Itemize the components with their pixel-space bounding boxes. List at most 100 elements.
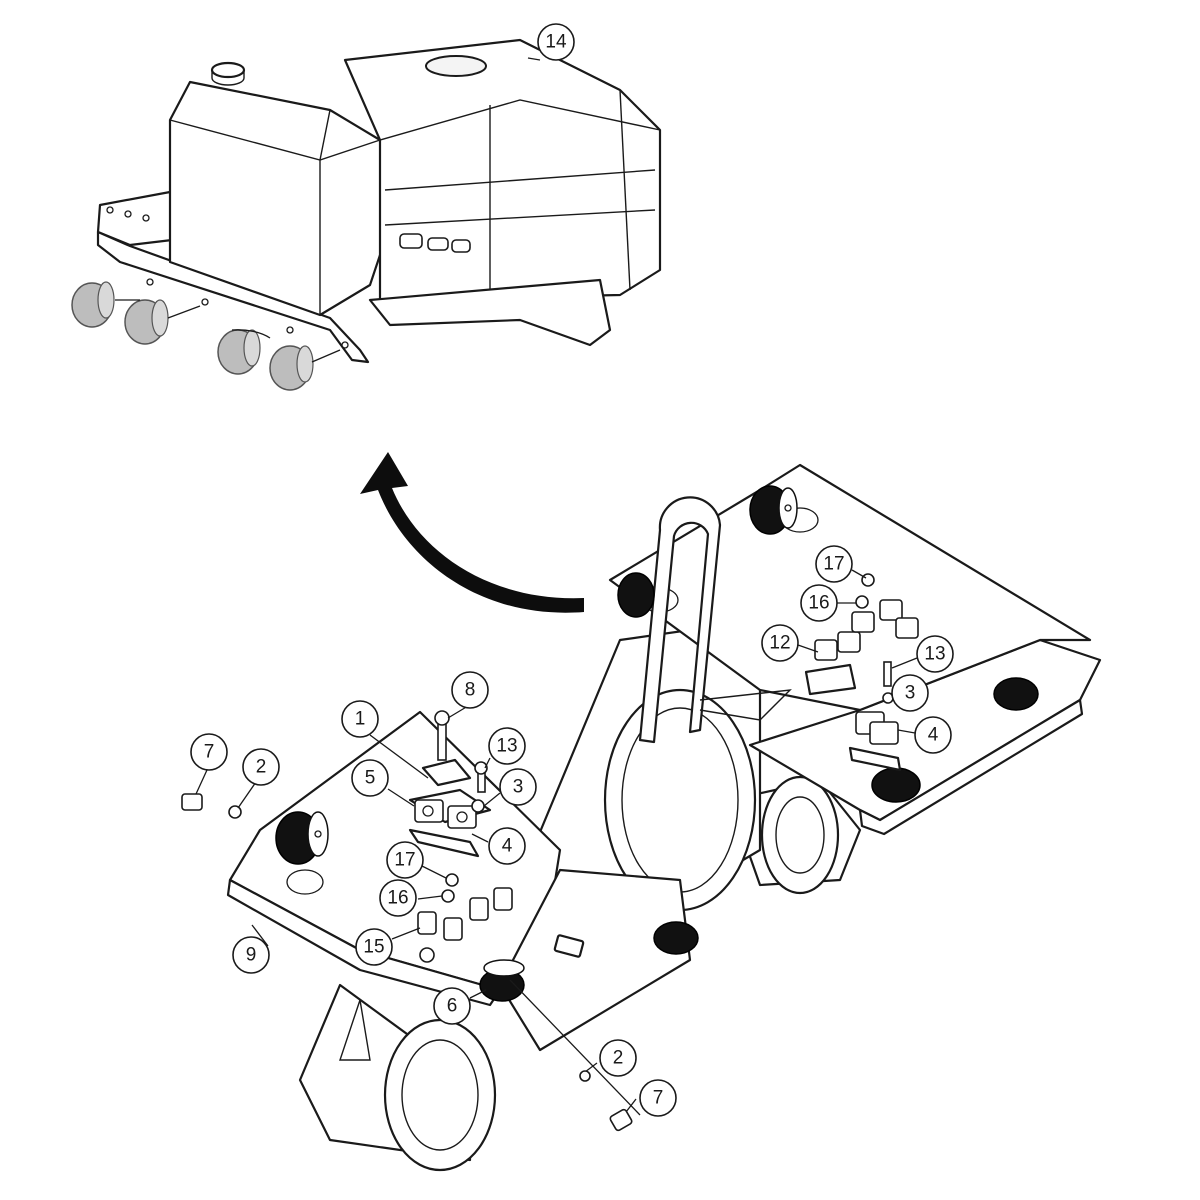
frame-valve-fitting xyxy=(399,233,423,249)
callout-label: 8 xyxy=(465,680,476,701)
callout-6: 6 xyxy=(433,987,471,1025)
rubber-mount-stud xyxy=(314,830,322,838)
long-bolt xyxy=(437,719,447,761)
leader-7-bottom xyxy=(625,1098,637,1113)
short-bolt xyxy=(883,661,892,687)
base-washer xyxy=(419,947,435,963)
callout-17-left: 17 xyxy=(386,841,424,879)
skid-hole xyxy=(341,341,349,349)
callout-label: 2 xyxy=(613,1048,624,1069)
lifting-handle xyxy=(638,496,722,744)
callout-label: 12 xyxy=(769,633,790,654)
curved-arrow xyxy=(360,452,584,613)
washer-ring-bottom xyxy=(579,1070,591,1082)
housing-plate-hole xyxy=(106,206,114,214)
drum-right-end-ring xyxy=(760,775,840,895)
foot-mount-line xyxy=(311,349,341,363)
step-bracket xyxy=(553,934,585,958)
callout-label: 3 xyxy=(513,777,524,798)
leader-4-right xyxy=(897,729,916,734)
small-nipple xyxy=(855,595,869,609)
callout-labels: 14 17 16 12 13 3 4 8 1 13 7 2 5 3 4 17 1… xyxy=(190,23,954,1117)
leader-17-left xyxy=(421,865,447,879)
hose-fitting xyxy=(493,887,513,911)
callout-label: 13 xyxy=(496,736,517,757)
leader-17 xyxy=(851,569,867,579)
callout-label: 7 xyxy=(204,742,215,763)
right-platform-front-lip xyxy=(858,698,1084,836)
handle-base-brace xyxy=(699,689,792,721)
rubber-mounts xyxy=(275,485,1039,1116)
drum-lower-left-window xyxy=(339,999,371,1061)
grey-rubber-foot-face xyxy=(151,299,169,337)
leader-1 xyxy=(369,734,429,779)
callout-label: 17 xyxy=(823,554,844,575)
callout-17: 17 xyxy=(815,545,853,583)
skid-hole xyxy=(146,278,154,286)
rubber-mount-black xyxy=(993,677,1039,711)
hex-bolt-bottom xyxy=(609,1108,633,1132)
callout-label: 4 xyxy=(502,836,513,857)
callout-7-left: 7 xyxy=(190,733,228,771)
filler-cap-side xyxy=(211,70,245,86)
leader-14 xyxy=(527,57,541,61)
hose-fitting xyxy=(469,897,489,921)
leader-15 xyxy=(391,927,421,940)
callout-13-left: 13 xyxy=(488,727,526,765)
callout-5: 5 xyxy=(351,759,389,797)
small-plug xyxy=(445,873,459,887)
leader-6 xyxy=(469,989,487,999)
callout-13: 13 xyxy=(916,635,954,673)
right-fittings-group xyxy=(804,573,919,772)
assembly-direction-arrow xyxy=(360,452,584,613)
callout-1: 1 xyxy=(341,700,379,738)
skid-hole xyxy=(201,298,209,306)
tank-lid-edge xyxy=(189,81,331,161)
callout-label: 3 xyxy=(905,683,916,704)
foot-mount-line xyxy=(231,329,271,339)
small-plug xyxy=(861,573,875,587)
foot-mount-line xyxy=(167,305,201,319)
leader-13-left xyxy=(484,757,491,769)
rubber-mount-stud xyxy=(784,504,792,512)
hose-fitting xyxy=(417,911,437,935)
frame-lower-skid xyxy=(368,278,612,347)
frame-rear-rail xyxy=(619,89,631,291)
clamp-base-plate xyxy=(848,746,902,772)
leader-2-left xyxy=(237,781,257,809)
housing-base-plate-left xyxy=(96,190,174,247)
frame-middle-rail-upper xyxy=(384,169,656,191)
callout-label: 4 xyxy=(928,725,939,746)
frame-middle-rail-lower xyxy=(384,209,656,226)
leader-7-left xyxy=(195,769,208,795)
callout-15: 15 xyxy=(355,928,393,966)
callout-12: 12 xyxy=(761,624,799,662)
rubber-mount-face xyxy=(483,959,525,977)
callout-7-bottom: 7 xyxy=(639,1079,677,1117)
rubber-mount-black xyxy=(653,921,699,955)
housing-plate-hole xyxy=(142,214,150,222)
housing-rubber-feet xyxy=(71,281,341,391)
callout-2-bottom: 2 xyxy=(599,1039,637,1077)
callout-14: 14 xyxy=(537,23,575,61)
short-bolt-head xyxy=(474,761,488,775)
rubber-mount-black xyxy=(871,767,921,803)
callout-leaders xyxy=(195,57,918,1132)
callout-label: 15 xyxy=(363,937,384,958)
frame-top-rail xyxy=(379,99,661,141)
small-nipple xyxy=(441,889,455,903)
mounting-plate xyxy=(421,758,472,787)
leader-12 xyxy=(797,644,819,653)
callout-4-left: 4 xyxy=(488,827,526,865)
housing-plate-hole xyxy=(124,210,132,218)
leader-5 xyxy=(387,788,415,807)
callout-9: 9 xyxy=(232,936,270,974)
grey-rubber-foot-face xyxy=(97,281,115,319)
callout-label: 16 xyxy=(387,888,408,909)
callout-label: 2 xyxy=(256,757,267,778)
center-front-step xyxy=(498,868,692,1052)
manifold-fitting xyxy=(895,617,919,639)
base-frame-assembly xyxy=(181,463,1102,1172)
skid-hole xyxy=(286,326,294,334)
